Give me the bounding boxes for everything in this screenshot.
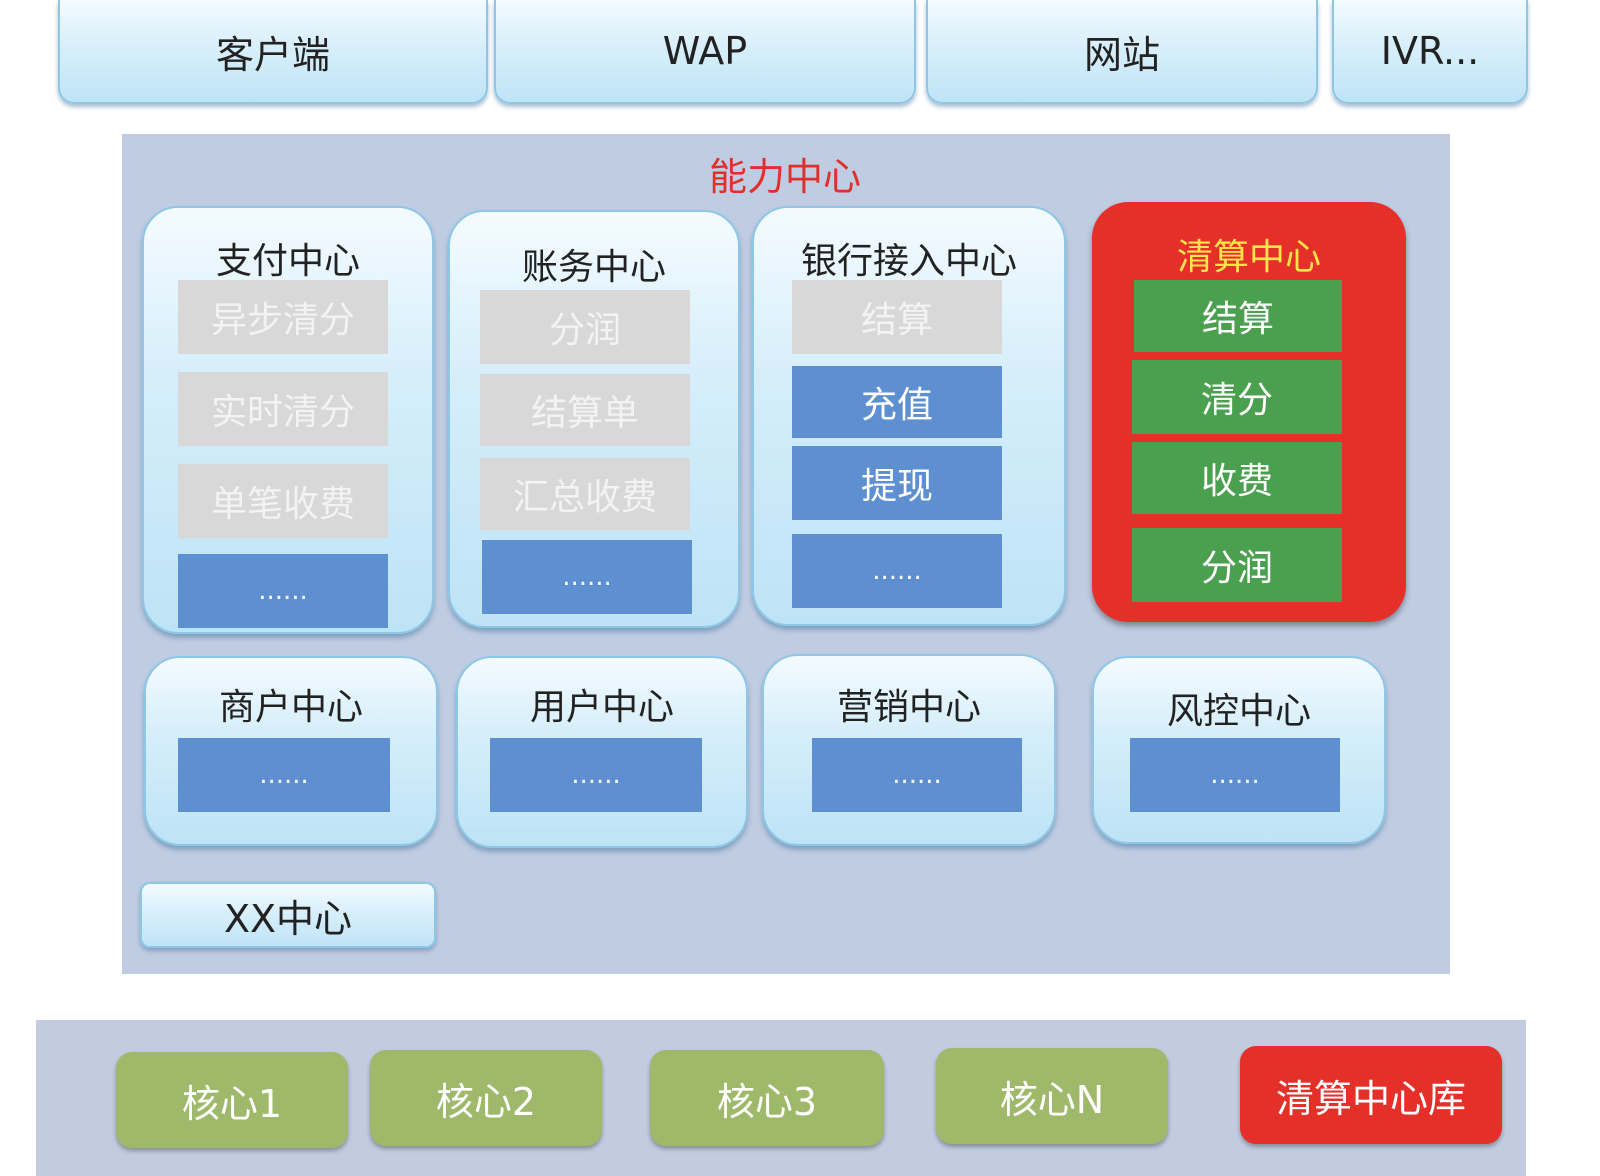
merchant-item-more: ...... <box>178 738 390 812</box>
clearing-item-profit-share: 分润 <box>1132 528 1342 602</box>
accounting-item-summary-fee: 汇总收费 <box>480 458 690 530</box>
channel-ivr: IVR... <box>1332 0 1528 104</box>
accounting-center-card: 账务中心 分润 结算单 汇总收费 ...... <box>448 210 740 628</box>
core-db-n: 核心N <box>936 1048 1168 1144</box>
risk-control-center-title: 风控中心 <box>1166 691 1311 732</box>
bank-item-recharge: 充值 <box>792 366 1002 438</box>
marketing-item-more: ...... <box>812 738 1022 812</box>
clearing-center-card: 清算中心 结算 清分 收费 分润 <box>1092 202 1406 622</box>
channel-label: WAP <box>662 29 748 73</box>
payment-center-card: 支付中心 异步清分 实时清分 单笔收费 ...... <box>142 206 434 634</box>
clearing-item-settlement: 结算 <box>1134 280 1342 352</box>
bank-access-center-title: 银行接入中心 <box>800 241 1017 282</box>
core-db-1: 核心1 <box>116 1052 348 1148</box>
bank-access-center-card: 银行接入中心 结算 充值 提现 ...... <box>752 206 1066 626</box>
bank-item-more: ...... <box>792 534 1002 608</box>
clearing-center-title: 清算中心 <box>1176 237 1321 278</box>
xx-center-box: XX中心 <box>140 882 436 948</box>
clearing-center-db: 清算中心库 <box>1240 1046 1502 1144</box>
payment-item-realtime-clearing: 实时清分 <box>178 372 388 446</box>
user-item-more: ...... <box>490 738 702 812</box>
accounting-item-statement: 结算单 <box>480 374 690 446</box>
clearing-item-clearing: 清分 <box>1132 360 1342 434</box>
clearing-item-fee: 收费 <box>1132 442 1342 514</box>
marketing-center-title: 营销中心 <box>836 687 981 728</box>
bank-item-settlement: 结算 <box>792 280 1002 354</box>
channel-label: 网站 <box>1083 32 1160 77</box>
risk-control-center-card: 风控中心 ...... <box>1092 656 1386 844</box>
channel-label: IVR... <box>1380 29 1480 73</box>
accounting-item-profit-share: 分润 <box>480 290 690 364</box>
payment-item-single-fee: 单笔收费 <box>178 464 388 538</box>
user-center-title: 用户中心 <box>529 687 674 728</box>
core-db-3: 核心3 <box>650 1050 884 1146</box>
bank-item-withdraw: 提现 <box>792 446 1002 520</box>
channel-wap: WAP <box>494 0 916 104</box>
channel-client: 客户端 <box>58 0 488 104</box>
merchant-center-title: 商户中心 <box>218 687 363 728</box>
risk-control-item-more: ...... <box>1130 738 1340 812</box>
merchant-center-card: 商户中心 ...... <box>144 656 438 846</box>
marketing-center-card: 营销中心 ...... <box>762 654 1056 846</box>
payment-item-more: ...... <box>178 554 388 628</box>
channel-label: 客户端 <box>215 32 330 77</box>
core-db-2: 核心2 <box>370 1050 602 1146</box>
channel-website: 网站 <box>926 0 1318 104</box>
user-center-card: 用户中心 ...... <box>456 656 748 848</box>
accounting-item-more: ...... <box>482 540 692 614</box>
xx-center-label: XX中心 <box>223 896 353 941</box>
payment-item-async-clearing: 异步清分 <box>178 280 388 354</box>
capability-center-title: 能力中心 <box>708 155 861 199</box>
payment-center-title: 支付中心 <box>215 241 360 282</box>
accounting-center-title: 账务中心 <box>521 247 666 288</box>
